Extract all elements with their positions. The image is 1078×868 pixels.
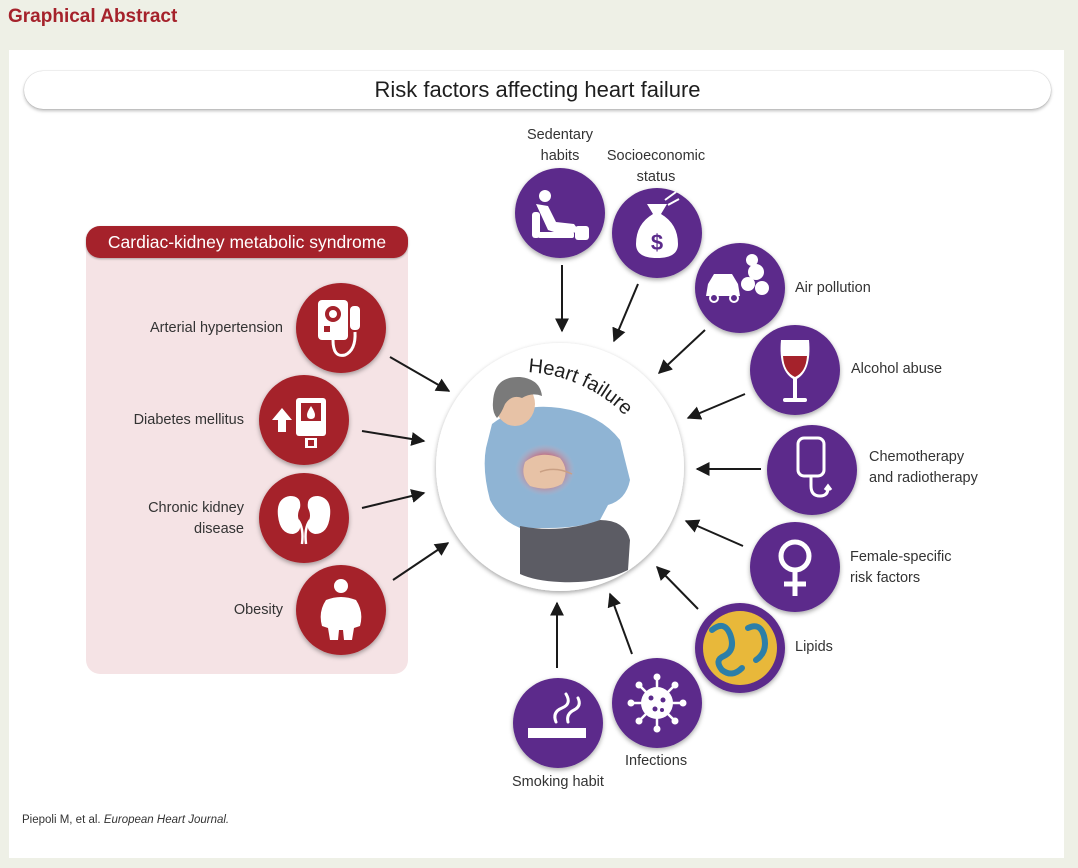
socioeconomic-node: $ bbox=[612, 188, 702, 278]
infections-node bbox=[612, 658, 702, 748]
obese-person-icon bbox=[320, 579, 362, 640]
label-hypertension: Arterial hypertension bbox=[150, 320, 283, 336]
smoking-node bbox=[513, 678, 603, 768]
label-socioeconomic-line-1: Socioeconomic bbox=[606, 148, 706, 164]
car-exhaust-icon bbox=[706, 254, 769, 303]
lipids-node bbox=[695, 603, 785, 693]
label-alcohol: Alcohol abuse bbox=[851, 361, 943, 377]
pollution-node bbox=[695, 243, 785, 333]
label-female-line-2: risk factors bbox=[850, 570, 921, 586]
arrow-infections bbox=[607, 592, 633, 655]
label-pollution: Air pollution bbox=[795, 280, 871, 296]
label-smoking: Smoking habit bbox=[512, 774, 604, 790]
credit-authors: Piepoli M, et al. bbox=[22, 814, 101, 826]
label-sedentary-line-2: habits bbox=[540, 148, 580, 164]
figure-title: Risk factors affecting heart failure bbox=[374, 77, 701, 102]
arrow-kidney bbox=[361, 489, 426, 509]
heart-failure-person-illustration bbox=[484, 376, 630, 583]
arrow-hypertension bbox=[389, 356, 451, 392]
label-chemo: Chemotherapy and radiotherapy bbox=[869, 447, 978, 489]
arrow-alcohol bbox=[686, 393, 746, 420]
wine-glass-icon bbox=[780, 340, 810, 402]
credit-journal: European Heart Journal. bbox=[103, 814, 230, 826]
kidneys-icon bbox=[277, 496, 331, 545]
cigarette-icon bbox=[528, 692, 586, 738]
svg-text:$: $ bbox=[651, 230, 663, 255]
figure-credit: Piepoli M, et al. European Heart Journal… bbox=[22, 814, 229, 826]
label-chemo-line-1: Chemotherapy bbox=[869, 449, 965, 465]
label-obesity: Obesity bbox=[233, 602, 283, 618]
arrow-lipids bbox=[656, 565, 699, 610]
arrow-diabetes bbox=[361, 430, 426, 446]
label-socioeconomic: Socioeconomic status bbox=[600, 146, 712, 188]
arrow-obesity bbox=[392, 542, 450, 581]
recliner-person-icon bbox=[532, 190, 589, 240]
blood-pressure-monitor-icon bbox=[318, 300, 360, 357]
label-infections: Infections bbox=[625, 753, 688, 769]
figure-title-bar: Risk factors affecting heart failure bbox=[24, 71, 1051, 109]
heart-failure-node: Heart failure bbox=[436, 343, 684, 591]
label-diabetes: Diabetes mellitus bbox=[133, 412, 244, 428]
arrow-female bbox=[684, 519, 744, 547]
label-kidney-line-1: Chronic kidney bbox=[148, 500, 244, 516]
money-bag-icon: $ bbox=[636, 191, 680, 258]
label-lipids: Lipids bbox=[795, 639, 833, 655]
label-kidney: Chronic kidney disease bbox=[148, 498, 244, 540]
glucose-meter-icon bbox=[272, 398, 326, 448]
label-socioeconomic-line-2: status bbox=[636, 169, 676, 185]
chemo-node bbox=[767, 425, 857, 515]
ckm-title: Cardiac-kidney metabolic syndrome bbox=[107, 231, 387, 252]
label-female-line-1: Female-specific bbox=[850, 549, 952, 565]
female-node bbox=[750, 522, 840, 612]
arrow-socioeconomic bbox=[612, 283, 639, 343]
label-kidney-line-2: disease bbox=[194, 521, 244, 537]
ckm-icons bbox=[259, 283, 386, 655]
female-symbol-icon bbox=[778, 539, 812, 596]
page-header-title: Graphical Abstract bbox=[8, 6, 178, 27]
diabetes-node bbox=[259, 375, 349, 465]
virus-icon bbox=[627, 673, 687, 733]
iv-bag-icon bbox=[796, 436, 833, 498]
label-female: Female-specific risk factors bbox=[850, 547, 952, 589]
label-chemo-line-2: and radiotherapy bbox=[869, 470, 978, 486]
arrows-group bbox=[361, 265, 761, 668]
artery-plaque-icon bbox=[703, 611, 777, 685]
sedentary-node bbox=[515, 168, 605, 258]
ckm-header: Cardiac-kidney metabolic syndrome bbox=[86, 226, 408, 258]
obesity-node bbox=[296, 565, 386, 655]
label-sedentary-line-1: Sedentary bbox=[526, 127, 594, 143]
arrow-pollution bbox=[657, 329, 706, 374]
risk-factor-icons: $ bbox=[513, 168, 857, 768]
kidney-node bbox=[259, 473, 349, 563]
alcohol-node bbox=[750, 325, 840, 415]
hypertension-node bbox=[296, 283, 386, 373]
label-sedentary: Sedentary habits bbox=[515, 125, 605, 167]
